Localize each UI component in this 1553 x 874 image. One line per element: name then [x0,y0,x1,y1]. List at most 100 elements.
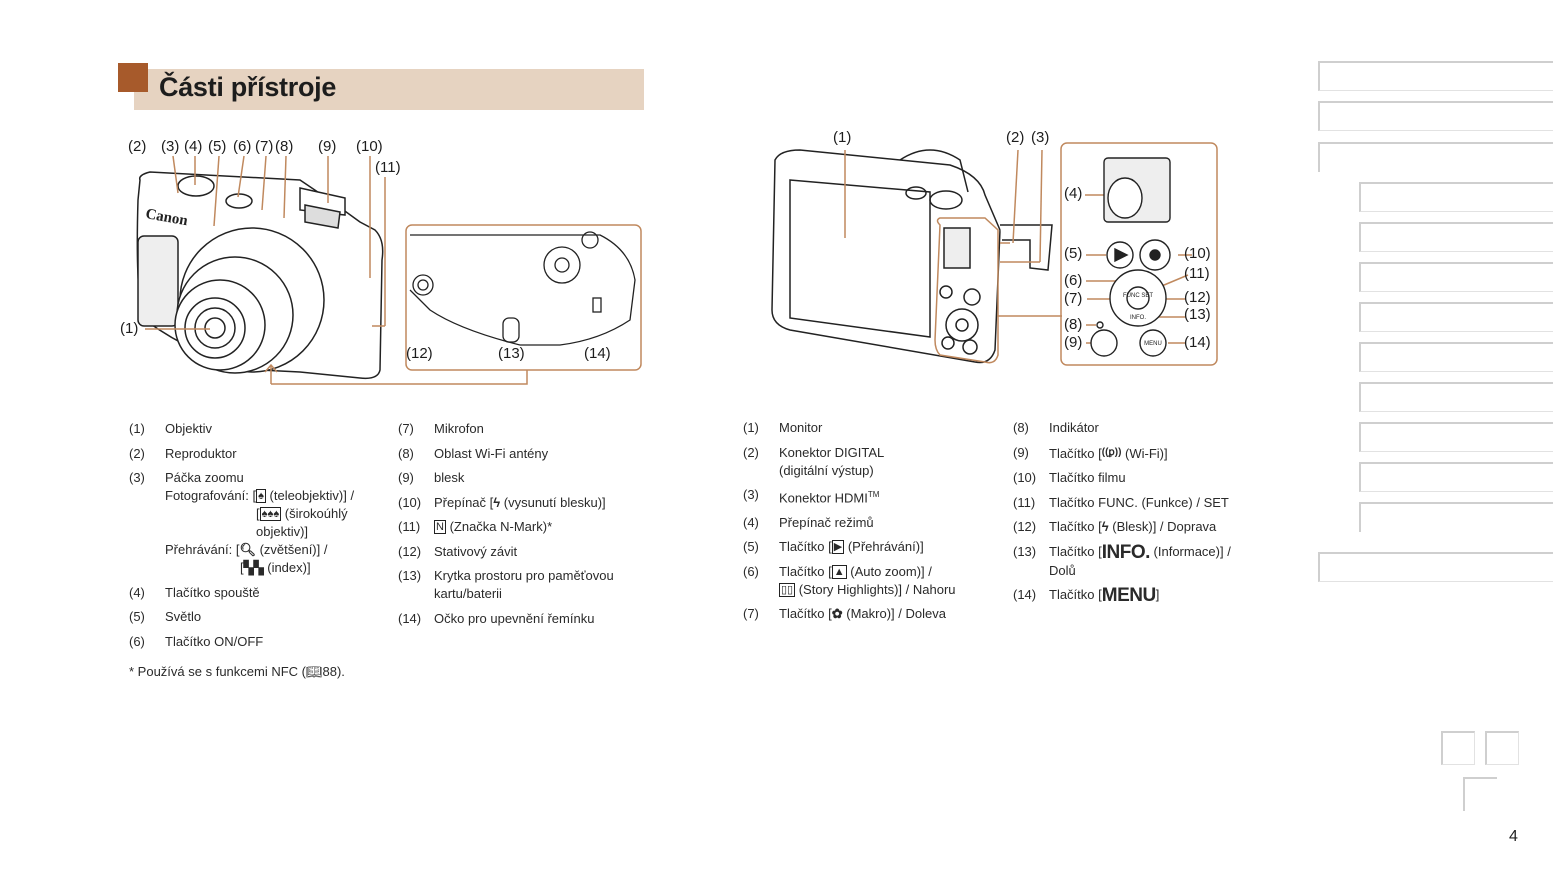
nav-subtab[interactable] [1359,262,1553,292]
back-controls-detail [1090,157,1171,357]
legend-item: (7)Mikrofon [398,421,484,436]
back-callout-7: (7) [1064,290,1083,307]
back-callout-1: (1) [833,129,852,146]
front-legend-col2: (7)Mikrofon (8)Oblast Wi-Fi antény (9)bl… [398,420,648,634]
legend-item: (1)Objektiv [129,421,212,436]
nav-tab[interactable] [1318,101,1553,131]
legend-item: (11)N (Značka N-Mark)* [398,519,553,534]
play-icon: ▶ [831,540,845,555]
title-bar [134,69,644,110]
back-callout-2: (2) [1006,129,1025,146]
back-camera-illustration [771,149,1053,364]
front-callout-lines [145,155,642,385]
legend-item: (11)Tlačítko FUNC. (Funkce) / SET [1013,494,1229,510]
legend-item: (8)Indikátor [1013,420,1099,435]
func-set-label: FUNC SET [1123,293,1153,299]
front-callout-10: (10) [356,138,383,155]
back-callout-12: (12) [1184,289,1211,306]
legend-item: (1)Monitor [743,420,823,435]
macro-icon: ✿ [831,606,843,622]
nav-subtab[interactable] [1359,502,1553,532]
front-legend-col1: (1)Objektiv (2)Reproduktor (3) Páčka zoo… [129,420,389,657]
tree-icon: ♠ [256,489,266,503]
legend-item: (4)Tlačítko spouště [129,584,260,600]
nav-tab[interactable] [1318,61,1553,91]
nav-subtab[interactable] [1359,342,1553,372]
legend-item: (5)Tlačítko [▶ (Přehrávání)] [743,539,924,555]
legend-item: (2)Konektor DIGITAL(digitální výstup) [743,444,885,478]
nav-subtab[interactable] [1359,302,1553,332]
legend-item: (13)Tlačítko [INFO. (Informace)] /Dolů [1013,541,1231,578]
flash-icon: ϟ [1101,519,1109,534]
legend-item: (9)Tlačítko [((ꝑ)) (Wi-Fi)] [1013,444,1168,461]
nav-subtab[interactable] [1359,462,1553,492]
next-page-button[interactable] [1485,731,1519,765]
front-callout-4: (4) [184,138,203,155]
prev-page-button[interactable] [1441,731,1475,765]
page-number: 4 [1509,828,1518,845]
back-callout-9: (9) [1064,334,1083,351]
back-callout-5: (5) [1064,245,1083,262]
back-legend-col2: (8)Indikátor (9)Tlačítko [((ꝑ)) (Wi-Fi)]… [1013,419,1273,612]
legend-item: (14)Očko pro upevnění řemínku [398,610,595,626]
back-callout-11: (11) [1184,265,1210,282]
grip-texture [137,235,179,327]
story-highlights-icon: ▯▯ [779,582,796,597]
nav-tab[interactable] [1318,552,1553,582]
flash-icon: ϟ [493,494,501,510]
legend-item: (3)Konektor HDMITM [743,487,880,506]
nav-tab[interactable] [1318,142,1553,172]
front-callout-14: (14) [584,345,611,362]
front-callout-5: (5) [208,138,227,155]
front-callout-2: (2) [128,138,147,155]
legend-item: (7)Tlačítko [✿ (Makro)] / Doleva [743,606,946,622]
front-callout-3: (3) [161,138,180,155]
nav-subtab[interactable] [1359,422,1553,452]
front-callout-12: (12) [406,345,433,362]
front-callout-8: (8) [275,138,294,155]
back-button[interactable] [1463,777,1497,811]
legend-item: (10)Přepínač [ϟ (vysunutí blesku)] [398,494,606,510]
nav-subtab[interactable] [1359,182,1553,212]
info-label: INFO. [1130,315,1146,321]
legend-item: (6)Tlačítko ON/OFF [129,633,264,649]
menu-icon: MENU [1101,585,1156,606]
nav-subtab[interactable] [1359,382,1553,412]
legend-item: (12)Tlačítko [ϟ (Blesk)] / Doprava [1013,519,1217,534]
wifi-icon: ((ꝑ)) [1101,446,1122,458]
back-callout-4: (4) [1064,185,1083,202]
canon-logo: Canon [144,206,189,229]
legend-item: (12)Stativový závit [398,543,518,559]
n-mark-icon: N [434,520,446,534]
title-accent-square [118,63,148,92]
legend-item: (4)Přepínač režimů [743,514,874,530]
legend-item: (9)blesk [398,470,465,485]
front-callout-9: (9) [318,138,337,155]
index-grid-icon: ▚▚ [243,560,264,575]
legend-item: (3) Páčka zoomu Fotografování: [♠ (teleo… [129,470,355,575]
front-callout-13: (13) [498,345,525,362]
legend-item: (8)Oblast Wi-Fi antény [398,445,549,461]
legend-item: (2)Reproduktor [129,445,237,461]
magnify-icon: 🔍︎ [239,542,256,557]
menu-label: MENU [1144,341,1162,347]
front-camera-illustration: Canon [136,171,384,380]
back-callout-8: (8) [1064,316,1083,333]
back-callout-13: (13) [1184,306,1211,323]
back-callout-10: (10) [1184,245,1211,262]
trees-icon: ♠♠♠ [259,507,282,521]
front-callout-11: (11) [375,159,401,176]
legend-item: (5)Světlo [129,609,202,624]
back-callout-6: (6) [1064,272,1083,289]
info-icon: INFO. [1101,541,1151,563]
nav-subtab[interactable] [1359,222,1553,252]
back-legend-col1: (1)Monitor (2)Konektor DIGITAL(digitální… [743,419,1003,630]
back-callout-3: (3) [1031,129,1050,146]
legend-item: (6)Tlačítko [▲ (Auto zoom)] /▯▯ (Story H… [743,563,956,597]
auto-zoom-icon: ▲ [831,564,847,579]
book-icon: 📖︎ [306,664,323,679]
front-callout-7: (7) [255,138,274,155]
bottom-view-camera [409,231,636,346]
legend-item: (10)Tlačítko filmu [1013,470,1126,485]
